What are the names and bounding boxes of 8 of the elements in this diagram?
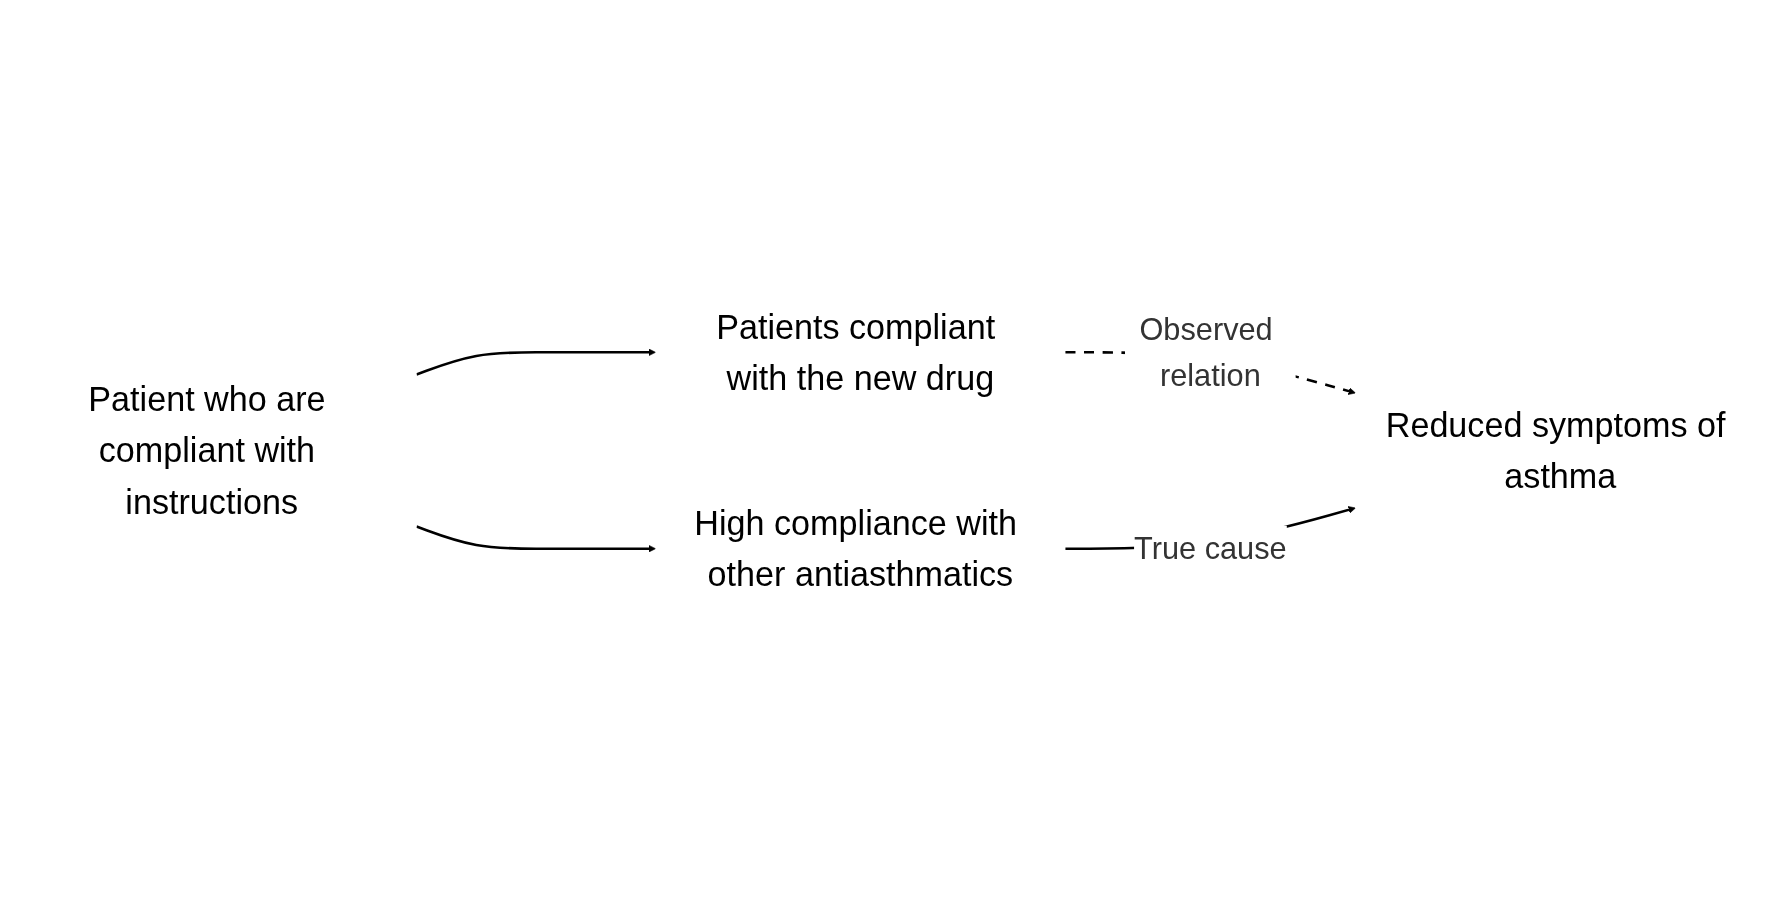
edge-label: Observed relation: [1139, 311, 1273, 393]
node-text: Patients compliant with the new drug: [716, 307, 996, 397]
node-text: Patient who are compliant with instructions: [88, 380, 326, 521]
arrow: [416, 525, 656, 553]
node-text: Reduced symptoms of asthma: [1385, 406, 1726, 495]
edge-label: True cause: [1134, 530, 1287, 566]
node-text: High compliance with other antiasthmatics: [694, 504, 1017, 594]
arrow: [416, 348, 656, 376]
